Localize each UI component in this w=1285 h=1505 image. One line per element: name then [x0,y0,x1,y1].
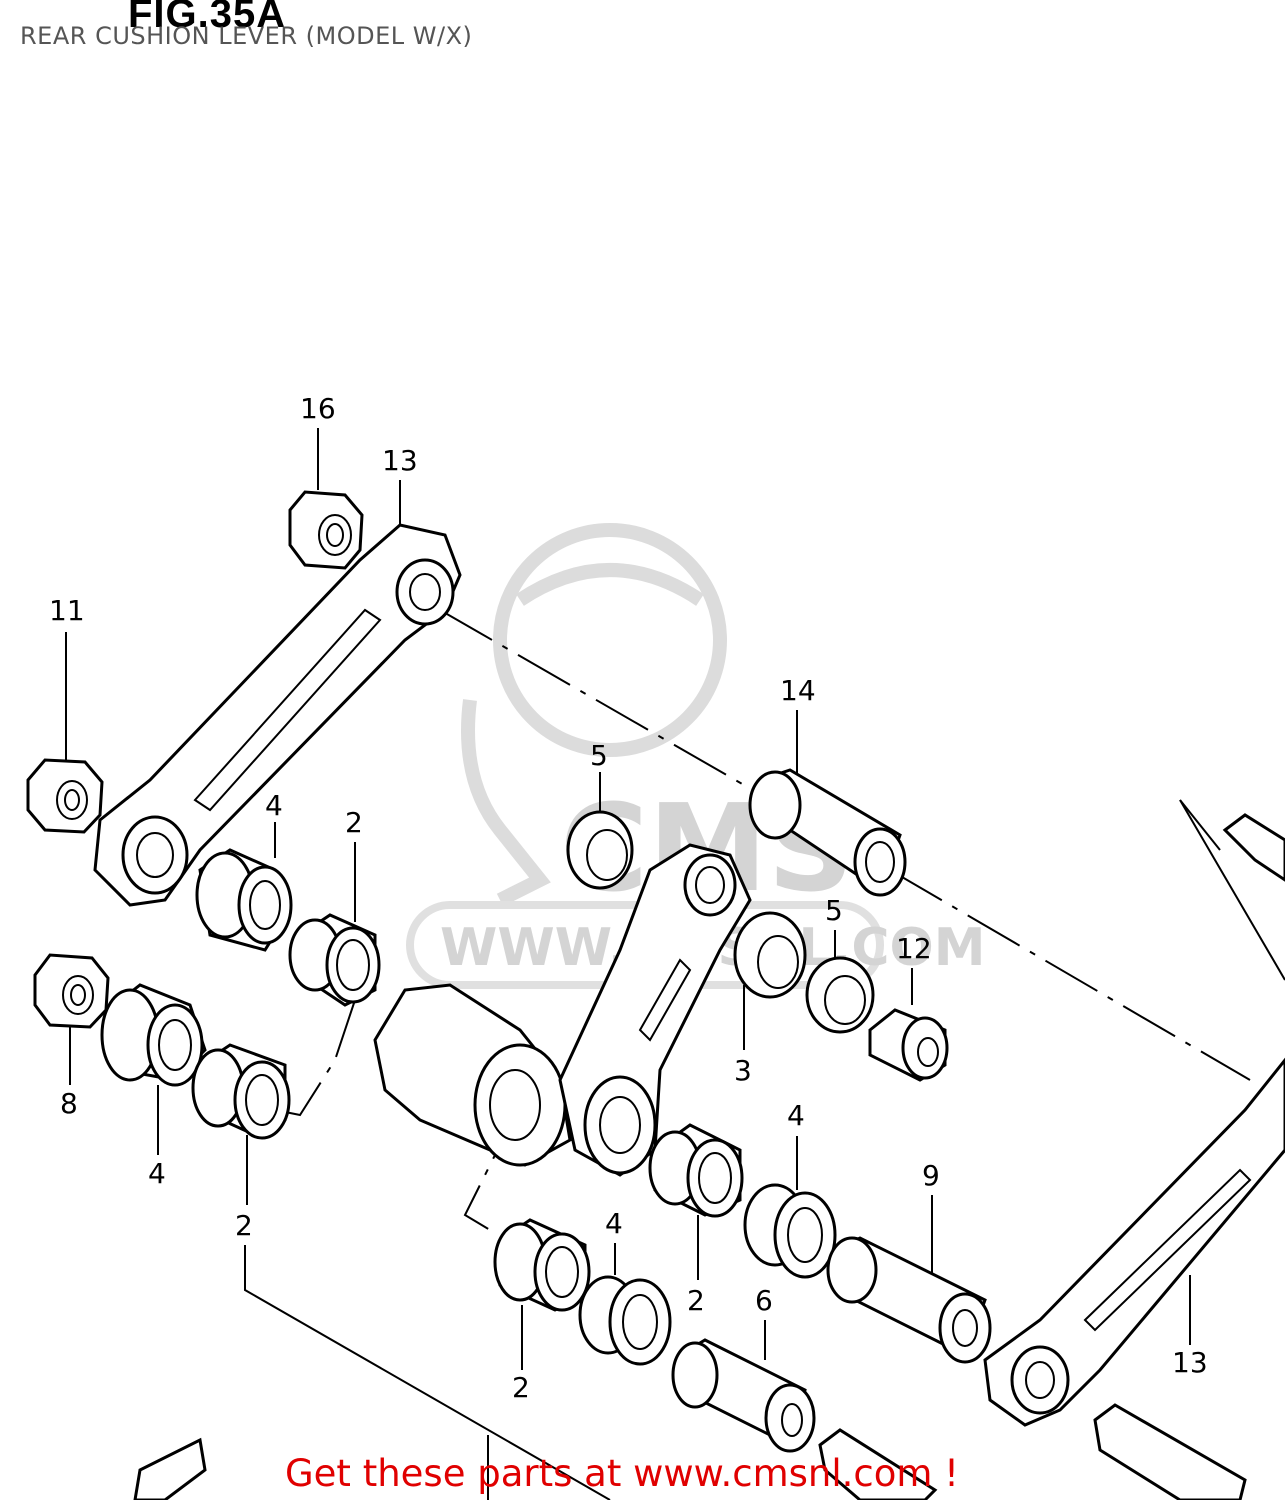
callout-11: 11 [49,594,85,627]
callout-14: 14 [780,674,816,707]
part-11-nut [26,758,104,834]
part-13-rod-lower [983,1057,1285,1427]
part-9-spacer [826,1236,992,1364]
callout-2-upper: 2 [345,806,363,839]
part-4-bearing-upper [195,848,293,952]
part-5-bushing-upper [566,810,634,890]
callout-2-bottom: 2 [512,1371,530,1404]
callout-3: 3 [734,1054,752,1087]
part-4-bearing-bottom [578,1275,672,1366]
callout-4-right: 4 [787,1099,805,1132]
callout-2-left: 2 [235,1209,253,1242]
callout-9: 9 [922,1159,940,1192]
callout-16: 16 [300,392,336,425]
callout-8: 8 [60,1087,78,1120]
footer-link[interactable]: Get these parts at www.cmsnl.com ! [285,1452,960,1495]
figure-subtitle: REAR CUSHION LEVER (MODEL W/X) [20,22,473,50]
part-3-bearing [733,911,807,999]
callout-6: 6 [755,1284,773,1317]
part-2-sleeve-bottom [493,1218,591,1312]
callout-12: 12 [896,932,932,965]
part-13-rod-upper [93,523,462,907]
part-14-spacer [748,768,907,897]
cushion-lever-body [373,843,752,1177]
callout-13-upper: 13 [382,444,418,477]
part-2-sleeve-left [191,1043,291,1140]
callout-4-left: 4 [148,1157,166,1190]
callout-2-right: 2 [687,1284,705,1317]
callout-4-bottom: 4 [605,1207,623,1240]
callout-5-lower: 5 [825,894,843,927]
part-4-bearing-left [100,983,207,1087]
part-5-bushing-lower [805,956,875,1034]
callout-5-upper: 5 [590,739,608,772]
callout-labels: 16 13 11 14 5 4 2 5 12 8 3 4 4 9 2 4 2 6… [49,392,1208,1404]
figure-title: FIG.35A [128,0,287,36]
part-12-collar [868,1008,949,1082]
part-2-sleeve-right [648,1123,744,1218]
part-6-spacer [671,1338,816,1453]
bolts [133,813,1285,1502]
part-16-nut [288,490,364,570]
part-2-sleeve-upper [288,913,381,1007]
part-8-nut [33,953,110,1029]
callout-13-lower: 13 [1172,1346,1208,1379]
part-4-bearing-right [743,1183,837,1279]
callout-4-upper: 4 [265,789,283,822]
leader-lines [65,428,1285,1501]
